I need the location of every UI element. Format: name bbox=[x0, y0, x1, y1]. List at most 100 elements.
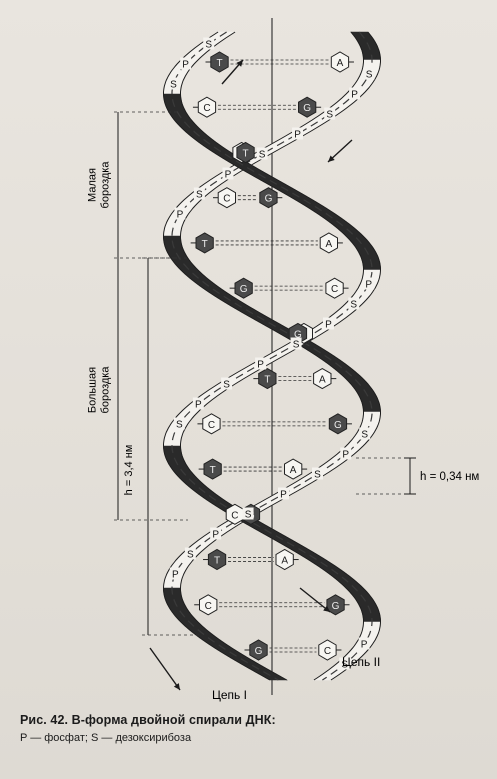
symbol-letter: P bbox=[280, 490, 287, 501]
symbol-letter: P bbox=[325, 320, 332, 331]
direction-arrow bbox=[221, 59, 244, 85]
arrow-head bbox=[328, 155, 335, 162]
base-hexagon bbox=[284, 458, 303, 480]
symbol-backdrop bbox=[349, 87, 361, 100]
symbol-backdrop bbox=[192, 397, 204, 410]
base-letter: A bbox=[326, 239, 333, 250]
symbol-letter: S bbox=[326, 110, 333, 121]
symbol-backdrop bbox=[193, 187, 205, 200]
arrow-shaft bbox=[149, 647, 181, 691]
phosphate-symbol: P bbox=[174, 207, 186, 221]
base-hexagon bbox=[326, 594, 345, 616]
symbol-letter: S bbox=[205, 40, 212, 51]
arrow-head bbox=[173, 683, 180, 690]
symbol-backdrop bbox=[340, 447, 352, 460]
base-pair: AT bbox=[232, 141, 255, 164]
base-letter: T bbox=[264, 375, 270, 386]
strand-one-centerline bbox=[171, 31, 373, 681]
base-letter: G bbox=[240, 284, 248, 295]
sugar-symbol: S bbox=[256, 147, 268, 161]
base-hexagon bbox=[234, 277, 253, 299]
symbol-backdrop bbox=[169, 567, 181, 580]
base-letter: T bbox=[210, 465, 216, 476]
base-hexagon bbox=[210, 51, 229, 73]
base-letter: G bbox=[294, 329, 302, 340]
direction-arrow bbox=[299, 587, 331, 613]
symbol-backdrop bbox=[221, 377, 233, 390]
phosphate-symbol: P bbox=[322, 317, 334, 331]
sugar-symbol: S bbox=[184, 547, 196, 561]
symbol-backdrop bbox=[312, 467, 324, 480]
symbol-backdrop bbox=[256, 147, 268, 160]
strand-two-label: Цепь II bbox=[342, 655, 380, 669]
strand-two-centerline bbox=[171, 31, 373, 681]
caption-title: Рис. 42. В-форма двойной спирали ДНК: bbox=[20, 713, 276, 727]
base-letter: A bbox=[337, 58, 344, 69]
symbol-backdrop bbox=[359, 427, 371, 440]
symbol-letter: P bbox=[342, 450, 349, 461]
symbol-letter: S bbox=[170, 80, 177, 91]
symbol-letter: P bbox=[182, 60, 189, 71]
symbol-letter: S bbox=[245, 510, 252, 521]
symbol-backdrop bbox=[290, 337, 302, 350]
base-hexagon bbox=[249, 639, 268, 661]
base-letter: C bbox=[231, 510, 238, 521]
sugar-symbol: S bbox=[339, 657, 351, 671]
helix-strands bbox=[163, 18, 381, 695]
rise-label: h = 0,34 нм bbox=[420, 471, 479, 483]
symbol-letter: S bbox=[176, 420, 183, 431]
sugar-symbol: S bbox=[348, 297, 360, 311]
base-hexagon bbox=[202, 413, 221, 435]
phosphate-symbol: P bbox=[169, 567, 181, 581]
phosphate-symbol: P bbox=[222, 167, 234, 181]
base-hexagon bbox=[195, 232, 214, 254]
phosphate-symbol: P bbox=[363, 277, 375, 291]
symbol-backdrop bbox=[203, 37, 215, 50]
symbol-backdrop bbox=[278, 487, 290, 500]
base-letter: T bbox=[216, 58, 222, 69]
phosphate-symbol: P bbox=[349, 87, 361, 101]
base-letter: T bbox=[202, 239, 208, 250]
base-hexagon bbox=[258, 368, 277, 390]
base-hexagon bbox=[319, 232, 338, 254]
strand-one-edge-left bbox=[163, 31, 364, 681]
symbol-backdrop bbox=[180, 57, 192, 70]
sugar-symbol: S bbox=[167, 77, 179, 91]
base-hexagon bbox=[313, 368, 332, 390]
base-hexagon bbox=[217, 187, 236, 209]
symbol-backdrop bbox=[173, 417, 185, 430]
phosphate-symbol: P bbox=[192, 397, 204, 411]
symbol-backdrop bbox=[322, 317, 334, 330]
symbol-letter: P bbox=[257, 360, 264, 371]
base-letter: T bbox=[243, 148, 249, 159]
sugar-symbol: S bbox=[359, 427, 371, 441]
symbol-letter: P bbox=[361, 640, 368, 651]
symbol-backdrop bbox=[292, 127, 304, 140]
base-hexagon bbox=[298, 96, 317, 118]
base-hexagon bbox=[328, 413, 348, 435]
symbol-backdrop bbox=[348, 297, 360, 310]
symbol-backdrop bbox=[324, 107, 336, 120]
base-letter: C bbox=[223, 194, 230, 205]
base-letter: A bbox=[281, 556, 288, 567]
direction-arrow bbox=[149, 647, 181, 691]
base-hexagon bbox=[259, 187, 278, 209]
sugar-symbol: S bbox=[203, 37, 215, 51]
major-groove-label-line: Большая bbox=[87, 367, 99, 413]
strand-one-edge-right bbox=[180, 31, 381, 681]
symbol-backdrop bbox=[255, 357, 267, 370]
symbol-letter: P bbox=[225, 170, 232, 181]
base-letter: C bbox=[331, 284, 338, 295]
sugar-symbol: S bbox=[363, 67, 375, 81]
symbol-letter: S bbox=[196, 190, 203, 201]
